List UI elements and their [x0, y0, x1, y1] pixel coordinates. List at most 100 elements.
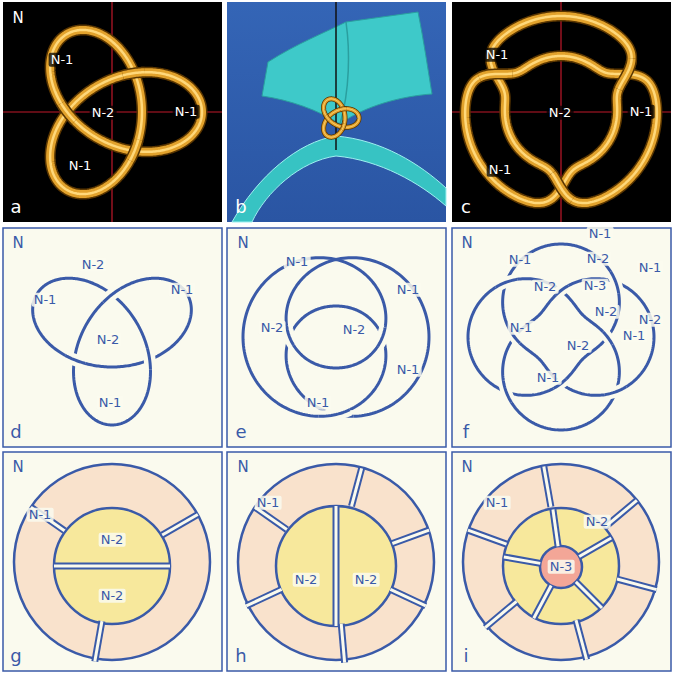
- crossing-over: [619, 58, 632, 89]
- region-label: N-1: [484, 48, 511, 62]
- panel-letter: f: [461, 422, 471, 442]
- crossing-over: [123, 72, 145, 75]
- surface-disk: [276, 506, 396, 626]
- band-gap: [468, 530, 507, 544]
- band-gap: [352, 468, 362, 506]
- crossing-over: [147, 348, 150, 369]
- panel-ground: [452, 2, 671, 222]
- band-edge: [576, 582, 602, 608]
- crossing-gap: [147, 348, 150, 369]
- band-edge: [54, 563, 170, 570]
- region-label: N-3: [548, 560, 575, 574]
- surface-band: [238, 464, 434, 660]
- crossing-over: [65, 355, 85, 363]
- panel-letter: c: [459, 197, 473, 217]
- region-label: N-1: [255, 496, 282, 510]
- surface-bands: [31, 467, 657, 663]
- region-label: N-2: [593, 305, 620, 319]
- band-edge: [544, 467, 551, 507]
- region-label: N-1: [49, 53, 76, 67]
- region-label: N-1: [67, 159, 94, 173]
- band-gap: [544, 467, 551, 507]
- region-label: N-1: [637, 261, 664, 275]
- region-label: N-1: [97, 396, 124, 410]
- crossing-over: [340, 108, 347, 110]
- region-label: N-1: [487, 163, 514, 177]
- panel-letter: d: [8, 422, 23, 442]
- band-gap: [485, 601, 516, 627]
- panel-ground: [227, 452, 446, 671]
- panel-ground: [3, 2, 222, 222]
- region-label: N-2: [532, 280, 559, 294]
- band-edge: [576, 620, 587, 660]
- region-label: N-2: [547, 106, 574, 120]
- region-label: N-1: [507, 253, 534, 267]
- band-edge: [392, 530, 429, 543]
- band-gap: [576, 582, 602, 608]
- panel-ground: [3, 452, 222, 671]
- band-edge: [468, 530, 507, 544]
- crossing-over: [605, 387, 627, 395]
- band-gap: [390, 589, 425, 605]
- panel-letter: i: [461, 646, 470, 666]
- crossing-over: [287, 326, 294, 345]
- region-label: N-2: [585, 252, 612, 266]
- band-gap: [255, 507, 287, 529]
- band-edge: [255, 507, 287, 529]
- crossing-over: [340, 106, 347, 112]
- surface: [232, 136, 446, 222]
- surface-disk: [54, 508, 170, 624]
- crossing-gap: [605, 387, 627, 395]
- region-label: N-1: [621, 329, 648, 343]
- band-gap: [392, 530, 429, 543]
- crossing-gap: [603, 332, 613, 345]
- crossing-over: [318, 410, 350, 417]
- panel-letter: h: [233, 646, 248, 666]
- crossing-over: [342, 124, 344, 130]
- crossing-gap: [378, 328, 385, 347]
- band-edge: [246, 589, 281, 605]
- crossing-gap: [503, 381, 511, 403]
- region-label: N-1: [284, 255, 311, 269]
- band-gap: [54, 565, 170, 568]
- crossing-over: [342, 124, 344, 130]
- region-label: N-1: [169, 283, 196, 297]
- band-edge: [333, 506, 340, 626]
- knot-strand: [465, 16, 657, 203]
- knot-strand: [243, 258, 429, 417]
- panel-letter: a: [8, 197, 23, 217]
- crossing-over: [103, 289, 120, 302]
- region-label: N-2: [99, 533, 126, 547]
- band-edge: [504, 557, 540, 563]
- crossing-gap: [65, 355, 85, 363]
- band-gap: [553, 510, 558, 547]
- crossing-over: [123, 72, 145, 75]
- crossing-over: [552, 173, 572, 200]
- region-label: N-2: [259, 321, 286, 335]
- crossing-over: [61, 103, 75, 121]
- region-label: N-2: [584, 515, 611, 529]
- surface-disk: [503, 508, 619, 624]
- surface-band: [14, 464, 210, 660]
- band-gap: [579, 538, 611, 557]
- crossing-over: [130, 140, 138, 161]
- crossing-gap: [496, 279, 518, 287]
- region-label: N: [459, 235, 474, 252]
- crossing-over: [611, 272, 619, 294]
- knot-curves: [33, 16, 657, 430]
- region-label: N-1: [535, 371, 562, 385]
- region-label: N: [459, 459, 474, 476]
- region-label: N-1: [628, 105, 655, 119]
- crossing-over: [61, 103, 75, 121]
- band-gap: [335, 506, 338, 626]
- panel-ground: [452, 452, 671, 671]
- crossing-over: [326, 115, 330, 120]
- panel-letter: g: [8, 646, 23, 666]
- region-label: N-1: [32, 293, 59, 307]
- region-label: N-2: [95, 333, 122, 347]
- panel-ground: [227, 2, 446, 222]
- panel-ground: [452, 228, 671, 447]
- region-label: N-2: [90, 106, 117, 120]
- crossing-over: [378, 328, 385, 347]
